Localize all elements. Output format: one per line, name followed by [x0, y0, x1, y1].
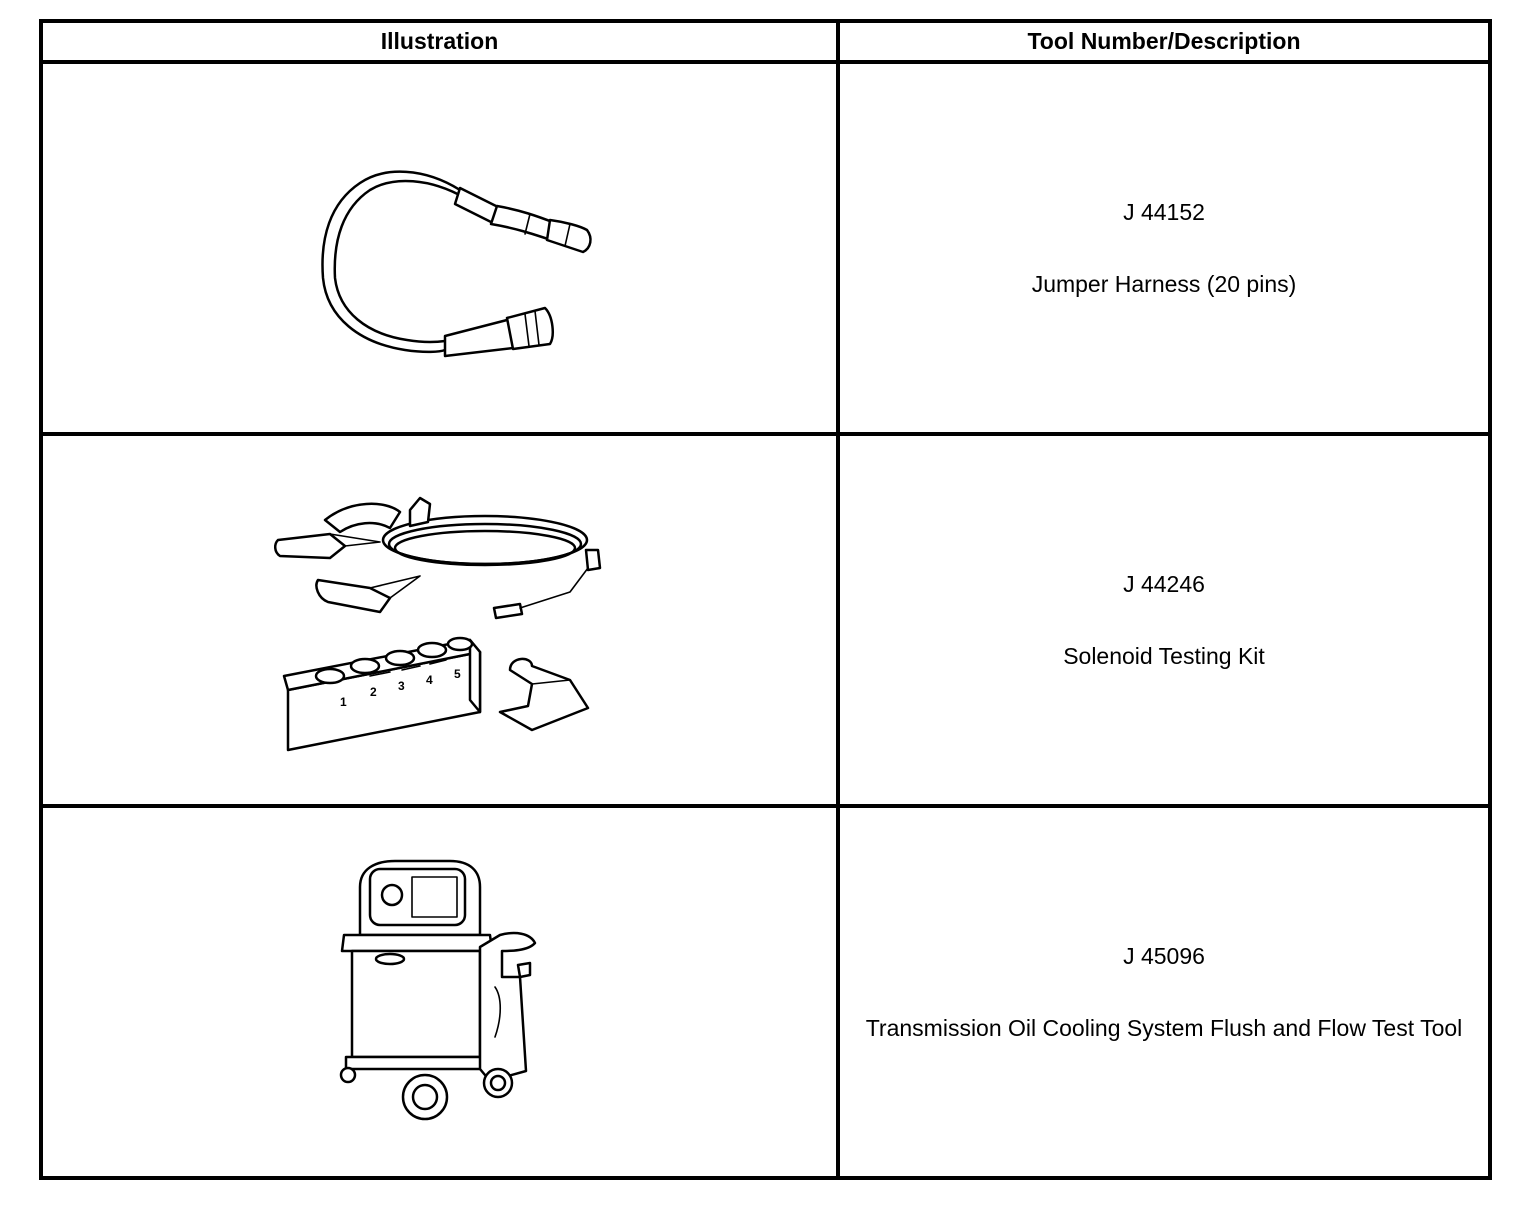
header-row: Illustration Tool Number/Description: [39, 19, 1492, 64]
tool-number: J 44152: [1123, 199, 1205, 225]
block-label-1: 1: [340, 695, 347, 709]
flush-flow-test-cart-icon: [339, 859, 536, 1121]
tool-description: Transmission Oil Cooling System Flush an…: [865, 1015, 1463, 1041]
table-row: 1 2 3 4 5 J 44246 Solenoid Testing Kit: [39, 432, 1492, 808]
tool-number: J 45096: [1123, 943, 1205, 969]
table-row: J 45096 Transmission Oil Cooling System …: [39, 804, 1492, 1180]
tool-description-cell: J 45096 Transmission Oil Cooling System …: [836, 804, 1492, 1180]
header-illustration: Illustration: [39, 19, 840, 64]
block-label-2: 2: [370, 685, 377, 699]
header-tool-description: Tool Number/Description: [836, 19, 1492, 64]
tool-description-cell: J 44152 Jumper Harness (20 pins): [836, 60, 1492, 436]
table-row: J 44152 Jumper Harness (20 pins): [39, 60, 1492, 436]
illustration-cell: [39, 60, 840, 436]
block-label-3: 3: [398, 679, 405, 693]
block-label-4: 4: [426, 673, 433, 687]
tool-number: J 44246: [1123, 571, 1205, 597]
illustration-cell: 1 2 3 4 5: [39, 432, 840, 808]
tools-table: Illustration Tool Number/Description: [39, 19, 1492, 1180]
tool-description: Jumper Harness (20 pins): [1031, 271, 1297, 297]
solenoid-testing-kit-icon: 1 2 3 4 5: [273, 496, 601, 752]
tool-description: Solenoid Testing Kit: [1063, 643, 1265, 669]
tool-description-cell: J 44246 Solenoid Testing Kit: [836, 432, 1492, 808]
block-label-5: 5: [454, 667, 461, 681]
illustration-cell: [39, 804, 840, 1180]
jumper-harness-icon: [320, 170, 592, 358]
